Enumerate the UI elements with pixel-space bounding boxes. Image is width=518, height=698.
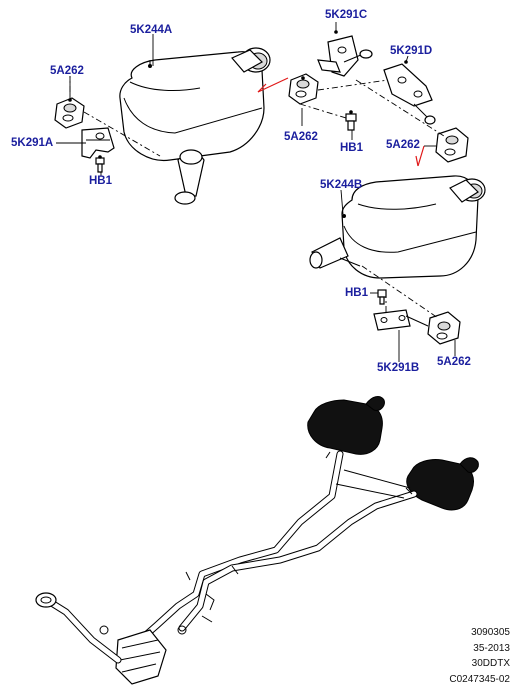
- bracket-lower: [373, 309, 429, 331]
- reference-line-3: 30DDTX: [471, 658, 510, 669]
- rear-muffler-left: [119, 47, 271, 205]
- callout-isolator-right-lower: 5A262: [437, 356, 471, 368]
- direction-arrow-upper: [257, 77, 289, 93]
- callout-rear-muffler-right: 5K244B: [320, 179, 363, 191]
- installed-muffler-left: [307, 399, 383, 455]
- bolt-center: [345, 110, 357, 131]
- reference-line-2: 35-2013: [473, 643, 510, 654]
- isolator-center: [288, 73, 319, 105]
- isolator-right-upper: [435, 127, 469, 163]
- callout-bolt-center: HB1: [340, 142, 364, 154]
- isolator-right-lower: [427, 311, 461, 345]
- catalytic-converter: [115, 629, 167, 685]
- direction-arrow-right: [417, 145, 425, 167]
- bracket-upper-right: [383, 60, 436, 125]
- callout-bracket-lower: 5K291B: [377, 362, 420, 374]
- callout-bracket-left: 5K291A: [11, 137, 54, 149]
- callout-rear-muffler-left: 5K244A: [130, 24, 173, 36]
- callout-bracket-upper-right: 5K291D: [390, 45, 433, 57]
- full-exhaust-system: [35, 396, 479, 685]
- callout-bolt-lower: HB1: [345, 287, 369, 299]
- callout-isolator-center: 5A262: [284, 131, 318, 143]
- callout-isolator-right-upper: 5A262: [386, 139, 420, 151]
- bracket-left: [81, 127, 115, 159]
- rear-muffler-right: [309, 175, 486, 279]
- isolator-left: [54, 97, 85, 129]
- bolt-lower: [377, 289, 387, 305]
- callout-isolator-left: 5A262: [50, 65, 84, 77]
- callout-bracket-top: 5K291C: [325, 9, 368, 21]
- callout-bolt-left: HB1: [89, 175, 113, 187]
- reference-line-1: 3090305: [471, 627, 510, 638]
- bolt-left: [95, 155, 105, 173]
- reference-line-4: C0247345-02: [449, 674, 510, 685]
- bracket-top: [317, 30, 373, 77]
